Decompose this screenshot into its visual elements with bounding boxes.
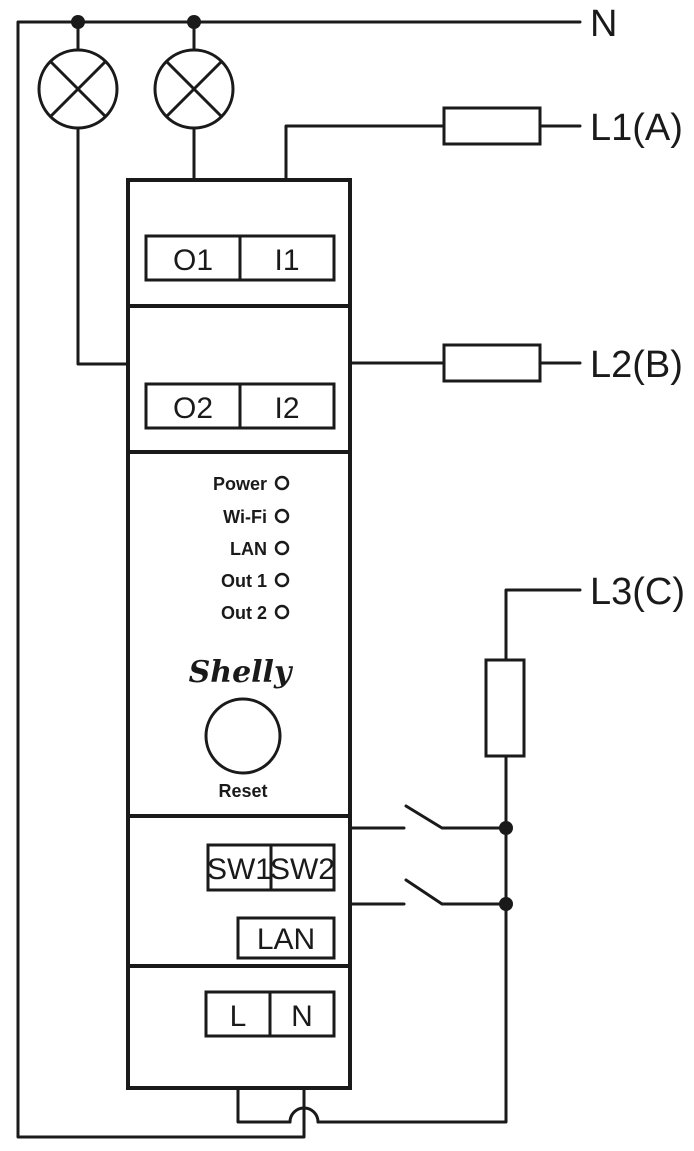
terminal-n-label: N <box>291 1000 313 1033</box>
terminal-n <box>268 990 336 1038</box>
terminal-i1 <box>238 234 336 282</box>
terminal-i2-label: I2 <box>274 392 299 425</box>
reset-label: Reset <box>218 781 267 801</box>
junction-dot <box>187 15 201 29</box>
indicator-out1-led <box>274 572 290 588</box>
lamp-1 <box>37 48 119 130</box>
indicator-list: Power Wi-Fi LAN Out 1 Out 2 <box>213 474 290 623</box>
junctions <box>71 15 513 911</box>
indicator-lan-label: LAN <box>230 539 267 559</box>
label-neutral: N <box>590 3 617 45</box>
junction-dot <box>71 15 85 29</box>
l3-fuse-to-bus-wire <box>316 754 508 1124</box>
lan-port <box>236 916 336 960</box>
terminal-o2 <box>144 382 242 430</box>
terminal-o1 <box>144 234 242 282</box>
brand-logo: Shelly <box>189 655 294 690</box>
terminal-sw2-label: SW2 <box>270 853 335 886</box>
indicator-out2-led <box>274 604 290 620</box>
indicator-lan-led <box>274 540 290 556</box>
fuse-l2 <box>442 343 542 383</box>
indicator-out2-label: Out 2 <box>221 603 267 623</box>
terminal-o1-label: O1 <box>173 244 213 277</box>
terminal-i1-label: I1 <box>274 244 299 277</box>
terminal-sw1-label: SW1 <box>207 853 272 886</box>
reset-button <box>204 697 282 775</box>
neutral-wire <box>16 20 582 1139</box>
device: O1 I1 O2 I2 Power Wi-Fi LAN Out 1 Out 2 … <box>126 178 352 1090</box>
label-l2: L2(B) <box>590 344 683 386</box>
terminal-i2 <box>238 382 336 430</box>
terminal-l-label: L <box>230 1000 247 1033</box>
lan-port-label: LAN <box>257 923 315 956</box>
indicator-power-led <box>274 475 290 491</box>
fuse-l3 <box>484 658 526 758</box>
label-l3: L3(C) <box>590 571 685 613</box>
indicator-out1-label: Out 1 <box>221 571 267 591</box>
terminal-sw1 <box>206 843 273 892</box>
lamp-2 <box>153 48 235 130</box>
terminal-o2-label: O2 <box>173 392 213 425</box>
fuse-l1 <box>442 106 542 146</box>
indicator-power-label: Power <box>213 474 267 494</box>
junction-dot <box>499 821 513 835</box>
label-l1: L1(A) <box>590 107 683 149</box>
junction-dot <box>499 897 513 911</box>
terminal-sw2 <box>269 843 336 892</box>
indicator-wifi-led <box>274 508 290 524</box>
indicator-wifi-label: Wi-Fi <box>223 507 267 527</box>
l3-feed-wire <box>504 588 582 662</box>
